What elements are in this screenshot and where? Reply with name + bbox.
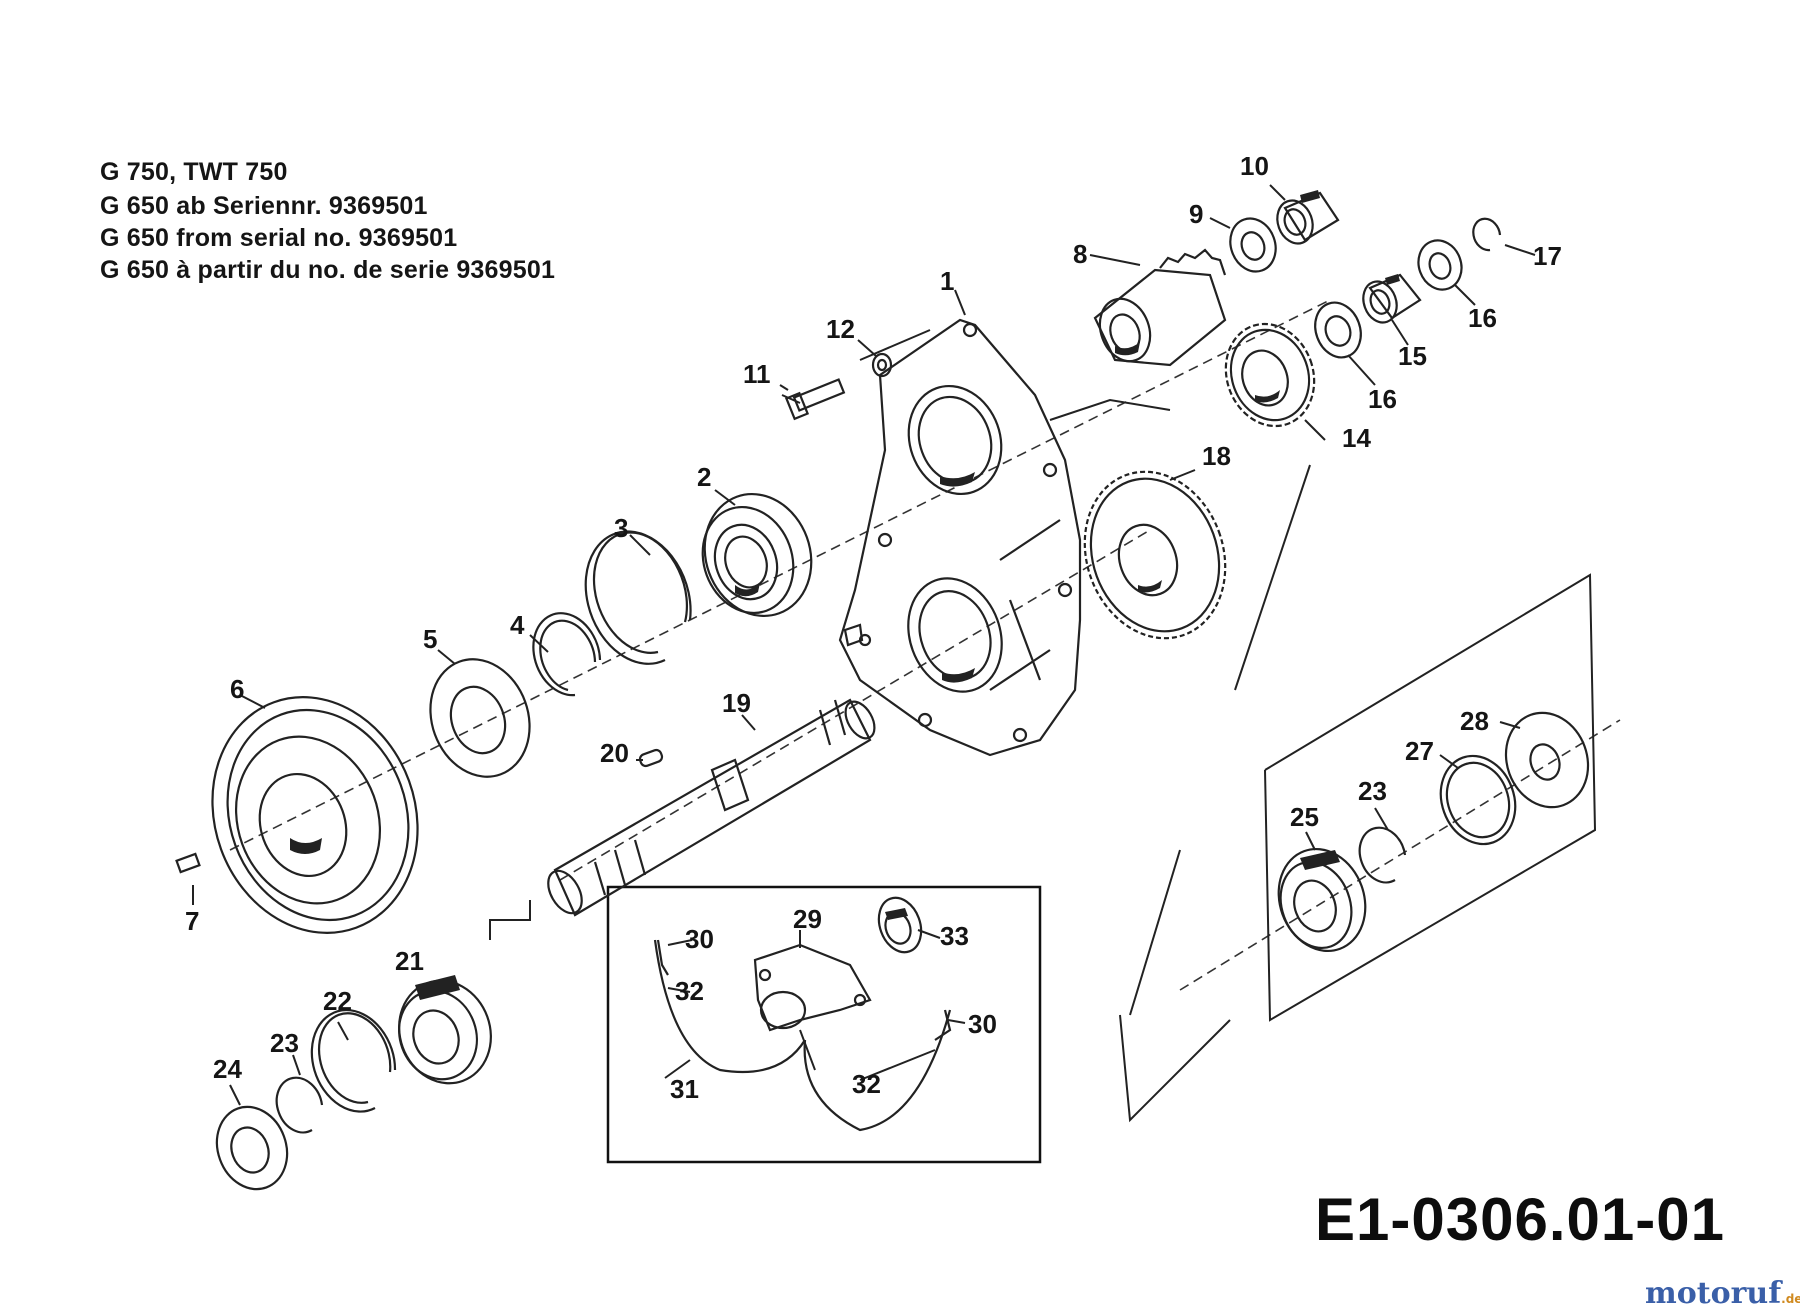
callout-11: 11 — [743, 359, 771, 389]
part-4-circlip — [532, 612, 602, 697]
part-2-bearing — [701, 492, 813, 618]
callout-30b: 30 — [968, 1009, 997, 1039]
watermark-tld: .de — [1781, 1292, 1800, 1306]
part-15-needle-bearing — [1362, 273, 1422, 324]
part-7-key — [175, 852, 201, 905]
callout-19: 19 — [722, 688, 751, 718]
callout-7: 7 — [185, 906, 199, 936]
assembly-axes — [229, 299, 1621, 1123]
callout-33: 33 — [940, 921, 969, 951]
callout-18: 18 — [1202, 441, 1231, 471]
model-line-1: G 750, TWT 750 — [100, 158, 288, 186]
part-31-cable — [653, 939, 952, 1132]
callout-22: 22 — [323, 986, 352, 1016]
part-23-circlip-a — [275, 1076, 324, 1134]
callout-2: 2 — [697, 462, 711, 492]
part-11-bolt — [781, 378, 846, 421]
auxiliary-bracket-outline — [1129, 464, 1597, 1022]
model-line-4: G 650 à partir du no. de serie 9369501 — [100, 256, 556, 284]
callout-labels: 1 2 3 4 5 6 7 8 9 10 11 12 14 15 16 16 1… — [185, 151, 1562, 1104]
callout-32a: 32 — [675, 976, 704, 1006]
callout-28: 28 — [1460, 706, 1489, 736]
inset-frame — [606, 885, 1042, 1164]
part-8-gear-shaft — [1093, 248, 1227, 367]
callout-3: 3 — [614, 513, 628, 543]
callout-17: 17 — [1533, 241, 1562, 271]
callout-10: 10 — [1240, 151, 1269, 181]
callout-14: 14 — [1342, 423, 1371, 453]
part-5-washer — [429, 658, 531, 778]
callout-12: 12 — [826, 314, 855, 344]
callout-21: 21 — [395, 946, 424, 976]
watermark-logo: motoruf.de — [1645, 1276, 1800, 1311]
part-16-washer-b — [1417, 239, 1463, 291]
part-1-gearbox-housing — [838, 318, 1082, 757]
part-19-shaft — [547, 698, 876, 917]
part-10-needle-bearing — [1276, 190, 1340, 245]
part-17-circlip — [1472, 217, 1502, 252]
callout-1: 1 — [940, 266, 954, 296]
part-25-bearing — [1277, 847, 1367, 953]
diagram-code: E1-0306.01-01 — [1315, 1186, 1725, 1253]
callout-30a: 30 — [685, 924, 714, 954]
callout-20: 20 — [600, 738, 629, 768]
callout-16b: 16 — [1468, 303, 1497, 333]
callout-23a: 23 — [270, 1028, 299, 1058]
leader-lines — [229, 184, 1536, 1106]
part-12-nut — [857, 339, 893, 378]
part-22-circlip — [310, 1009, 397, 1113]
part-3-circlip — [584, 530, 692, 665]
callout-32b: 32 — [852, 1069, 881, 1099]
callout-29: 29 — [793, 904, 822, 934]
callout-9: 9 — [1189, 199, 1203, 229]
part-9-washer — [1229, 217, 1277, 273]
part-14-sprocket — [1224, 322, 1316, 428]
part-29-cover — [753, 943, 872, 1032]
callout-4: 4 — [510, 610, 525, 640]
callout-23b: 23 — [1358, 776, 1387, 806]
callout-27: 27 — [1405, 736, 1434, 766]
part-20-key — [638, 748, 664, 768]
callout-25: 25 — [1290, 802, 1319, 832]
part-21-bearing — [398, 975, 492, 1085]
part-16-washer-a — [1314, 301, 1362, 359]
callout-5: 5 — [423, 624, 437, 654]
callout-8: 8 — [1073, 239, 1087, 269]
part-33-plug — [877, 896, 923, 954]
part-23-circlip-b — [1358, 826, 1407, 884]
part-28-seal — [1504, 711, 1590, 809]
callout-6: 6 — [230, 674, 244, 704]
callout-15: 15 — [1398, 341, 1427, 371]
watermark-text: motoruf — [1645, 1276, 1782, 1311]
part-6-pulley — [211, 696, 419, 934]
part-24-washer — [215, 1105, 289, 1191]
callout-24: 24 — [213, 1054, 242, 1084]
part-18-large-sprocket — [1083, 470, 1227, 640]
part-27-ring — [1439, 754, 1517, 846]
model-line-3: G 650 from serial no. 9369501 — [100, 224, 458, 252]
callout-16a: 16 — [1368, 384, 1397, 414]
model-line-2: G 650 ab Seriennr. 9369501 — [100, 192, 428, 220]
callout-31: 31 — [670, 1074, 699, 1104]
